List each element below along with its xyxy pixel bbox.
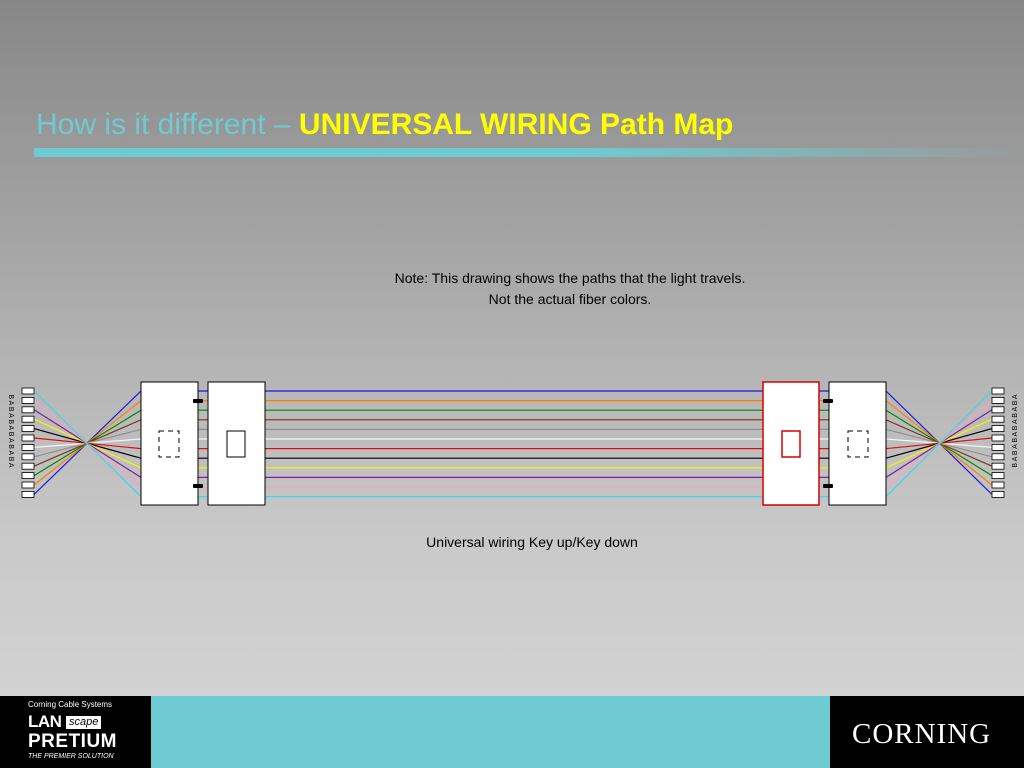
fiber-port <box>21 472 35 479</box>
fiber-path <box>33 390 993 498</box>
note-text: Note: This drawing shows the paths that … <box>300 268 840 310</box>
right-cassette-module <box>828 381 887 506</box>
note-line-2: Not the actual fiber colors. <box>488 291 652 307</box>
fiber-port <box>991 472 1005 479</box>
logo-tagline: THE PREMIER SOLUTION <box>28 753 114 760</box>
fiber-port <box>21 434 35 442</box>
left-key-markers <box>193 399 203 488</box>
left-connector-label: B A B A B A B A B A B A <box>7 394 14 468</box>
fiber-paths <box>33 390 993 498</box>
diagram-caption: Universal wiring Key up/Key down <box>426 534 638 550</box>
fiber-port <box>21 481 35 489</box>
corning-wordmark: CORNING <box>852 718 992 750</box>
left-connector-strip <box>21 387 35 498</box>
left-adapter-panel <box>207 381 266 506</box>
note-line-1: Note: This drawing shows the paths that … <box>394 270 746 286</box>
title-main: How is it different – <box>36 108 299 141</box>
fiber-port <box>21 453 35 461</box>
fiber-port <box>991 444 1005 451</box>
left-cassette-module <box>140 381 199 506</box>
right-connector-label: B A B A B A B A B A B A <box>1012 394 1019 468</box>
right-key-markers <box>823 399 833 488</box>
fiber-port <box>21 415 35 423</box>
footer-bar: Corning Cable Systems LAN scape PRETIUM … <box>0 696 1024 768</box>
fiber-port <box>21 462 35 470</box>
corning-logo: CORNING <box>830 696 1024 768</box>
fiber-port <box>991 481 1005 489</box>
fiber-port <box>21 387 35 395</box>
fiber-port <box>991 406 1005 414</box>
wiring-diagram: B A B A B A B A B A B A B A B A B A B A … <box>7 381 1019 506</box>
lanscape-pretium-logo: Corning Cable Systems LAN scape PRETIUM … <box>0 696 151 768</box>
fiber-port <box>991 387 1005 395</box>
fiber-port <box>991 491 1005 498</box>
fiber-port <box>21 425 35 432</box>
fiber-port <box>991 396 1005 404</box>
fiber-port <box>21 406 35 414</box>
slide-title: How is it different – UNIVERSAL WIRING P… <box>36 108 733 142</box>
logo-scape: scape <box>66 716 102 729</box>
logo-lan: LAN <box>28 712 62 731</box>
right-connector-strip <box>991 387 1005 498</box>
right-adapter-panel <box>762 381 820 506</box>
title-underline <box>34 148 1024 157</box>
logo-product: PRETIUM <box>28 731 117 752</box>
fiber-port <box>21 491 35 498</box>
title-emphasis: UNIVERSAL WIRING Path Map <box>298 108 734 141</box>
fiber-port <box>21 396 35 404</box>
fiber-port <box>991 462 1005 470</box>
fiber-port <box>991 434 1005 442</box>
fiber-port <box>991 453 1005 461</box>
fiber-port <box>991 425 1005 432</box>
logo-company: Corning Cable Systems <box>28 700 113 709</box>
fiber-port <box>21 444 35 451</box>
fiber-port <box>991 415 1005 423</box>
